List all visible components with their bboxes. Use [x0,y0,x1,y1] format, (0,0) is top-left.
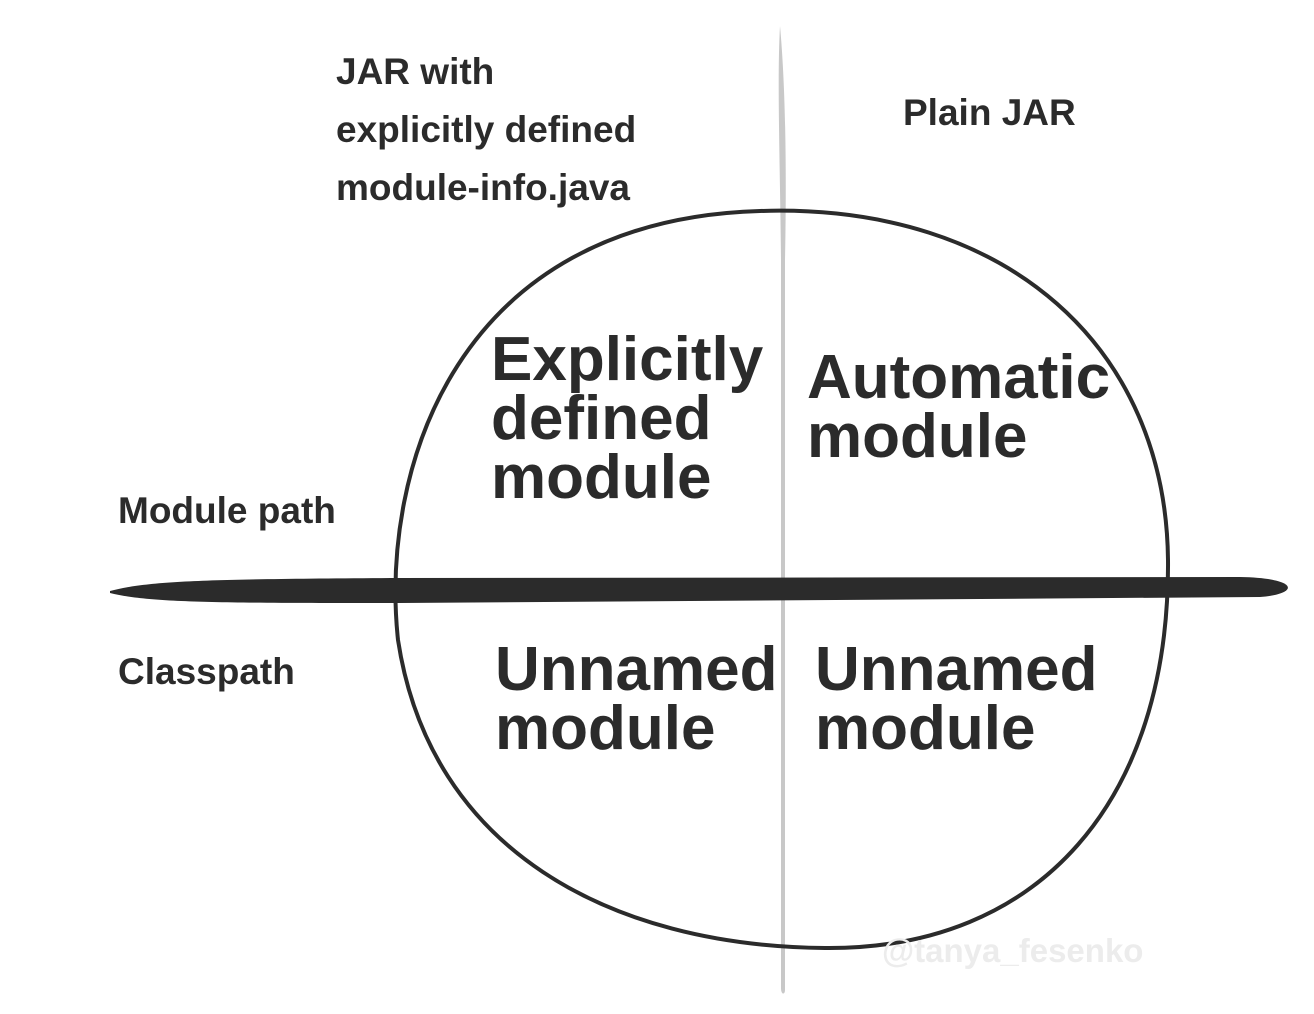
column-header-explicit-jar: JAR with explicitly defined module-info.… [336,43,636,217]
cell-automatic-module: Automatic module [807,343,1111,471]
cell-br-line-2: module [815,694,1036,763]
cell-tr-line-1: Automatic [807,343,1111,412]
cell-tl-line-3: module [491,443,712,512]
cell-unnamed-module-plain-jar: Unnamed module [815,635,1098,763]
cell-bl-line-1: Unnamed [495,635,778,704]
cell-explicitly-defined-module: Explicitly defined module [491,325,764,512]
column-header-explicit-line-2: explicitly defined [336,109,637,150]
cell-unnamed-module-explicit-jar: Unnamed module [495,635,778,763]
row-label-module-path: Module path [118,490,336,531]
vertical-column-divider [778,26,786,994]
horizontal-row-divider [110,577,1288,603]
row-label-classpath: Classpath [118,651,295,692]
cell-bl-line-2: module [495,694,716,763]
column-header-explicit-line-1: JAR with [336,51,495,92]
cell-tl-line-2: defined [491,384,712,453]
author-watermark: @tanya_fesenko [882,932,1144,969]
column-header-plain-jar: Plain JAR [903,92,1076,133]
cell-br-line-1: Unnamed [815,635,1098,704]
module-circle [393,208,1171,951]
cell-tr-line-2: module [807,402,1028,471]
cell-tl-line-1: Explicitly [491,325,764,394]
column-header-explicit-line-3: module-info.java [336,167,630,208]
